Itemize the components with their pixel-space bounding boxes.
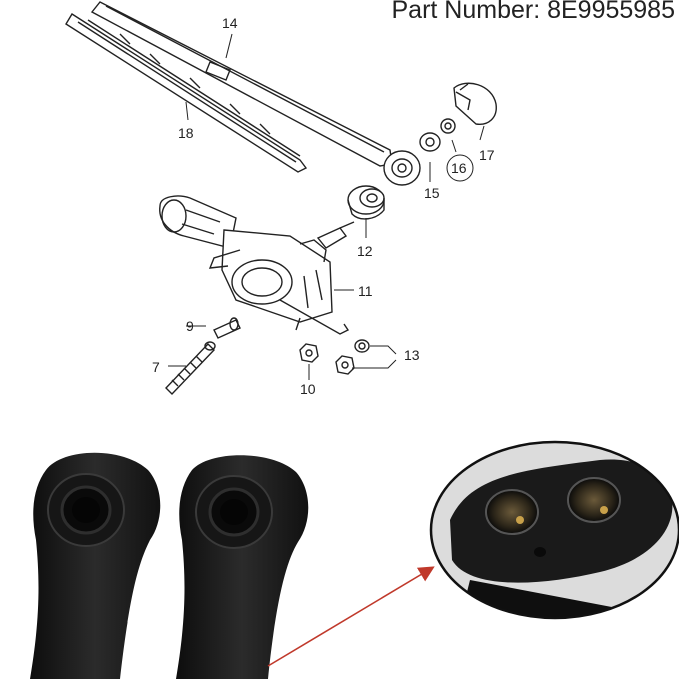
callout-13: 13 bbox=[404, 347, 420, 363]
callout-14: 14 bbox=[222, 15, 238, 31]
callout-11: 11 bbox=[358, 283, 373, 299]
callout-15: 15 bbox=[424, 185, 440, 201]
leader-lines bbox=[168, 33, 485, 380]
callout-18: 18 bbox=[178, 125, 194, 141]
red-arrow-icon bbox=[267, 566, 435, 667]
zoom-inset bbox=[429, 440, 679, 620]
bolt-7 bbox=[165, 341, 216, 396]
nut-16 bbox=[440, 118, 456, 134]
callout-16-circle bbox=[446, 154, 474, 182]
fasteners-13 bbox=[335, 339, 370, 375]
callout-7: 7 bbox=[152, 359, 160, 375]
wiper-arm-14 bbox=[90, 1, 421, 186]
wiper-motor-11 bbox=[159, 195, 355, 335]
wiper-blade-18 bbox=[65, 13, 308, 173]
callout-9: 9 bbox=[186, 318, 194, 334]
wiper-arm-photo-left bbox=[30, 452, 161, 679]
callout-10: 10 bbox=[300, 381, 316, 397]
callout-16: 16 bbox=[451, 160, 467, 176]
callout-12: 12 bbox=[357, 243, 373, 259]
washer-15 bbox=[419, 132, 441, 152]
callout-17: 17 bbox=[479, 147, 495, 163]
grommet-12 bbox=[347, 185, 385, 220]
part-number-label: Part Number: 8E9955985 bbox=[391, 0, 675, 24]
cap-17 bbox=[453, 82, 497, 125]
pin-9 bbox=[213, 317, 241, 339]
nut-10 bbox=[299, 343, 319, 363]
wiper-arm-photo-right bbox=[176, 455, 309, 679]
